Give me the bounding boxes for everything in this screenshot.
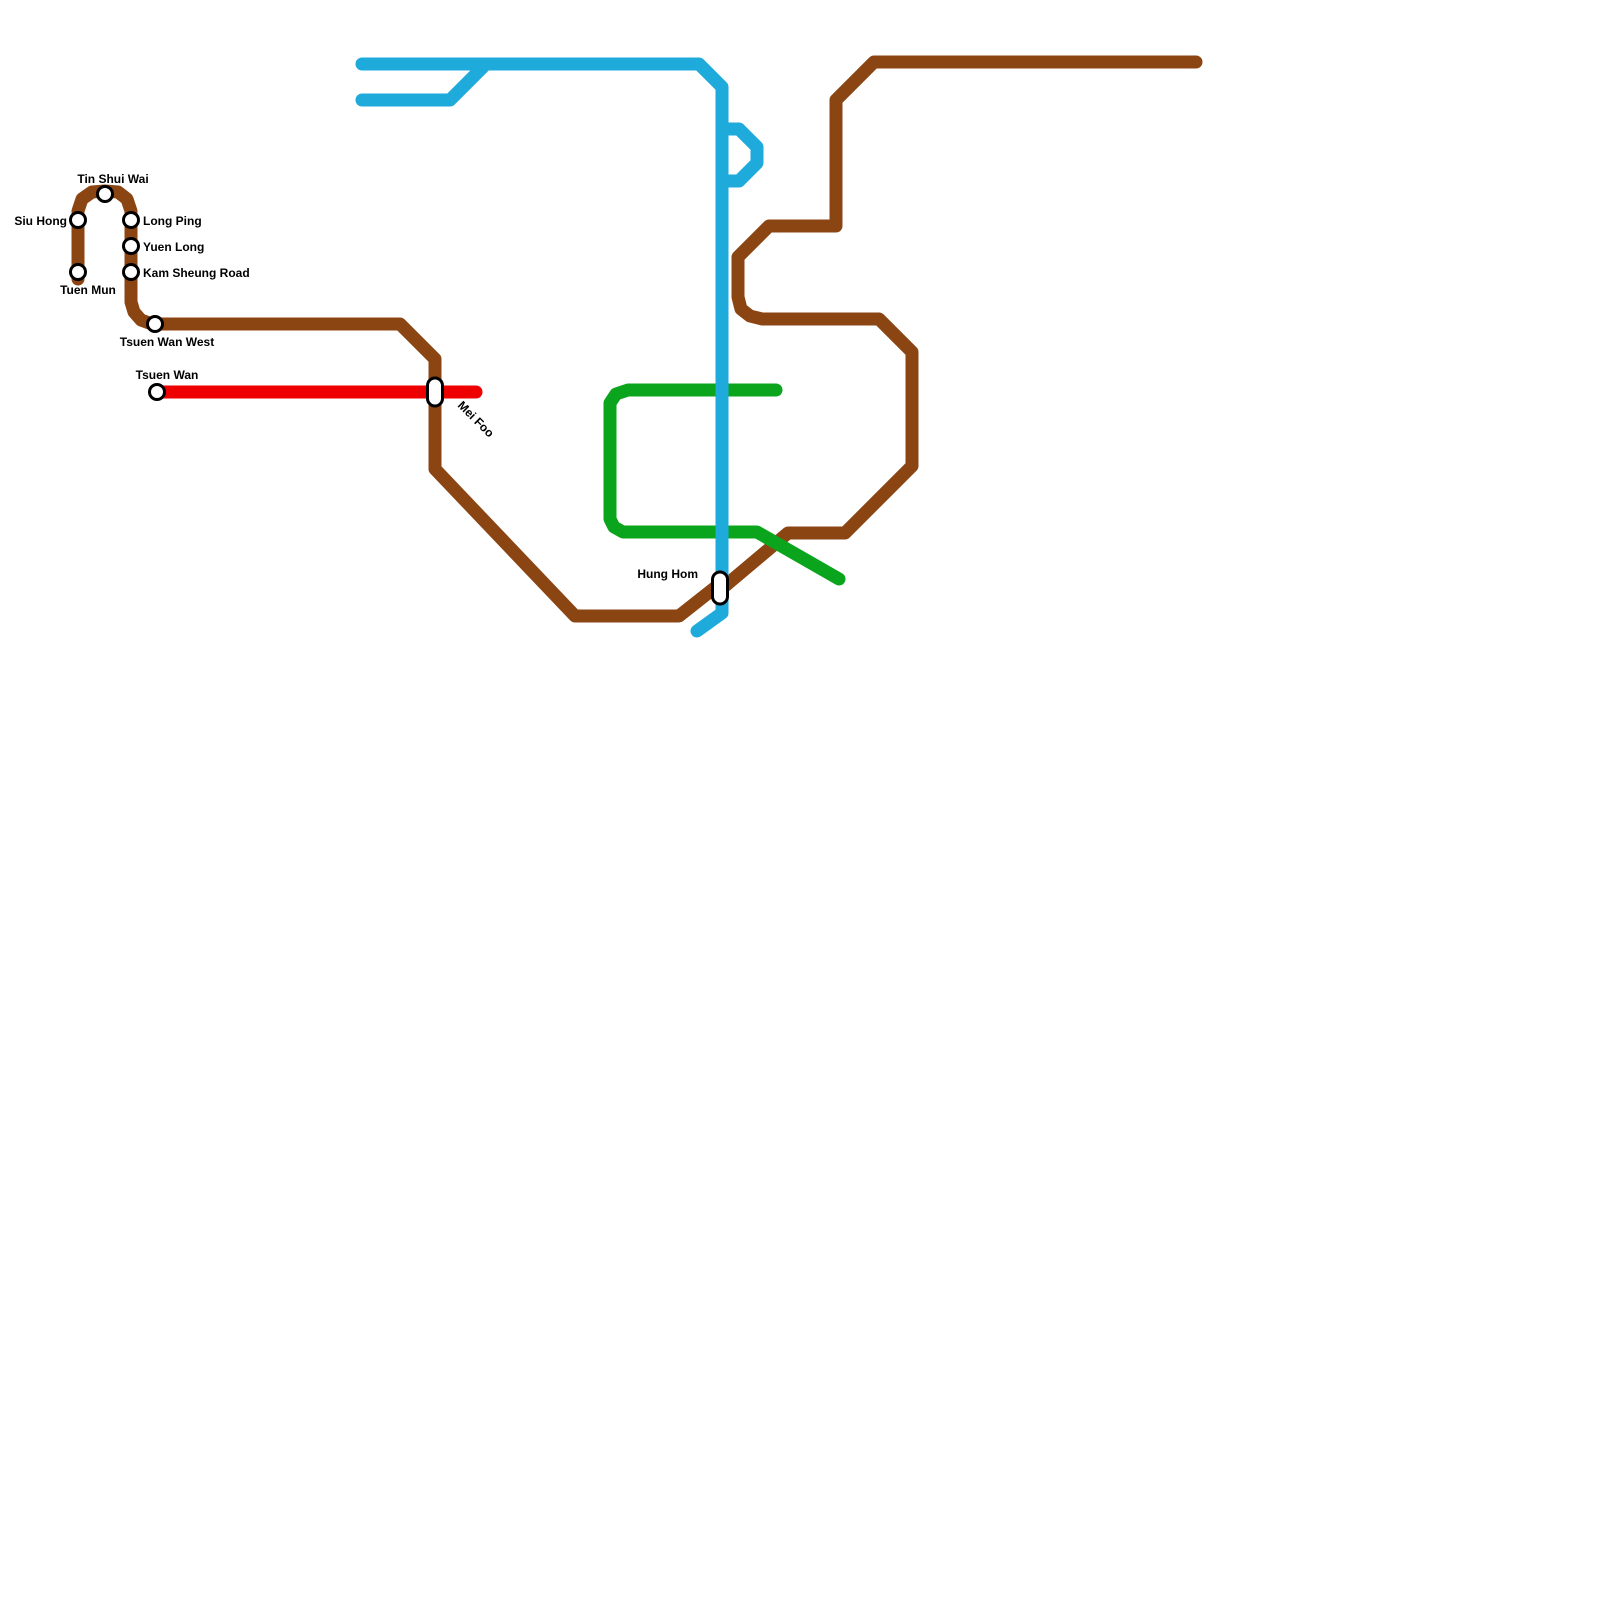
station-marker	[122, 263, 140, 281]
station-kam-sheung-road: Kam Sheung Road	[122, 263, 250, 281]
blue-line-segment-3	[715, 122, 764, 188]
station-tin-shui-wai: Tin Shui Wai	[77, 172, 149, 203]
station-label: Tin Shui Wai	[77, 172, 148, 186]
station-marker	[69, 211, 87, 229]
station-long-ping: Long Ping	[122, 211, 202, 229]
station-marker	[96, 185, 114, 203]
green-line-segment-1	[603, 383, 846, 586]
station-label: Tuen Mun	[60, 283, 116, 297]
station-marker	[148, 383, 166, 401]
brown-line-segment-2	[718, 55, 1203, 593]
brown-line-segment-1	[71, 184, 724, 623]
station-tsuen-wan: Tsuen Wan	[136, 368, 199, 401]
station-label: Mei Foo	[455, 398, 497, 440]
station-label: Kam Sheung Road	[143, 266, 250, 280]
station-label: Hung Hom	[637, 567, 698, 581]
interchange-station-marker	[426, 376, 444, 408]
station-label: Long Ping	[143, 214, 202, 228]
station-marker	[69, 263, 87, 281]
station-marker	[146, 315, 164, 333]
station-marker	[122, 237, 140, 255]
station-marker	[122, 211, 140, 229]
station-yuen-long: Yuen Long	[122, 237, 204, 255]
station-label: Yuen Long	[143, 240, 204, 254]
station-label: Tsuen Wan	[136, 368, 199, 382]
station-tuen-mun: Tuen Mun	[60, 263, 116, 297]
blue-line-segment-1	[355, 57, 729, 638]
station-siu-hong: Siu Hong	[14, 211, 87, 229]
station-hung-hom: Hung Hom	[637, 567, 729, 606]
station-label: Tsuen Wan West	[120, 335, 214, 349]
station-label: Siu Hong	[14, 214, 67, 228]
station-tsuen-wan-west: Tsuen Wan West	[120, 315, 214, 349]
blue-line-segment-2	[355, 57, 493, 107]
interchange-station-marker	[711, 570, 729, 606]
